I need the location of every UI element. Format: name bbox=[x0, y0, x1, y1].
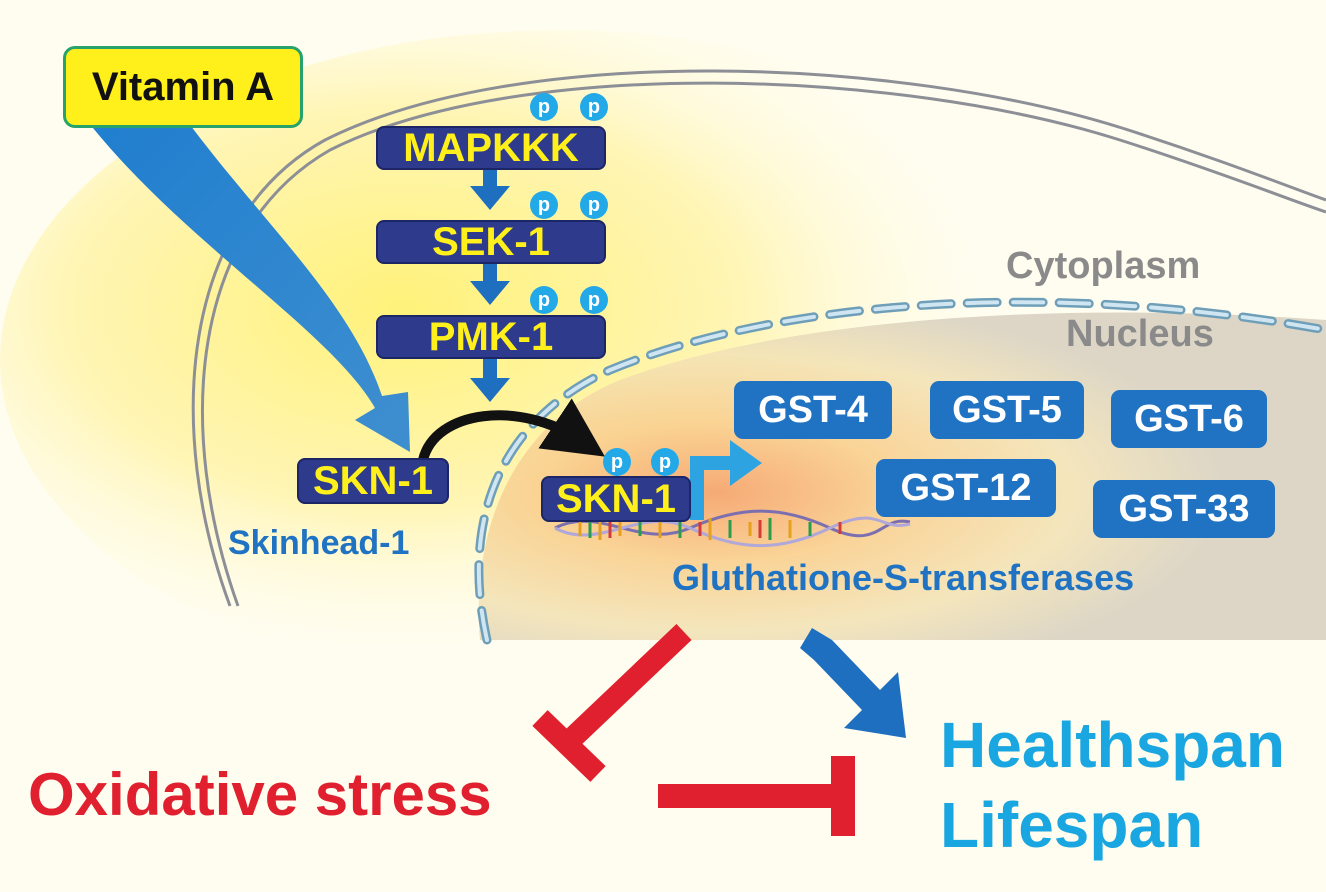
stress-inhibits-lifespan bbox=[658, 756, 855, 836]
cascade-arrow-3 bbox=[470, 358, 510, 402]
gst-inhibits-stress bbox=[532, 624, 692, 782]
phosphate-marker: p bbox=[530, 93, 558, 121]
phosphate-marker: p bbox=[603, 448, 631, 476]
gst-4-box: GST-4 bbox=[734, 381, 892, 439]
nucleus-label: Nucleus bbox=[1066, 313, 1214, 355]
cytoplasm-label: Cytoplasm bbox=[1006, 245, 1201, 287]
skinhead-label: Skinhead-1 bbox=[228, 524, 410, 562]
phosphate-marker: p bbox=[651, 448, 679, 476]
oxidative-stress-label: Oxidative stress bbox=[28, 761, 492, 828]
gst-6-box: GST-6 bbox=[1111, 390, 1267, 448]
phosphate-marker: p bbox=[580, 93, 608, 121]
nuclear-envelope bbox=[474, 297, 1326, 645]
vitamin-a-arrow bbox=[85, 118, 410, 452]
lifespan-label: Lifespan bbox=[940, 789, 1204, 861]
gst-family-label: Gluthatione-S-transferases bbox=[672, 557, 1135, 598]
gst-promotes-healthspan bbox=[800, 628, 906, 738]
cascade-arrow-1 bbox=[470, 168, 510, 210]
skn1-cytoplasm-box: SKN-1 bbox=[297, 458, 449, 504]
cascade-arrow-2 bbox=[470, 263, 510, 305]
vitamin-a-box: Vitamin A bbox=[63, 46, 303, 128]
skn1-nucleus-box: SKN-1 bbox=[541, 476, 691, 522]
phosphate-marker: p bbox=[530, 191, 558, 219]
transcription-arrow bbox=[690, 440, 762, 520]
cell-membrane bbox=[191, 69, 1326, 607]
sek1-box: SEK-1 bbox=[376, 220, 606, 264]
translocation-arrow bbox=[418, 398, 605, 462]
phosphate-marker: p bbox=[530, 286, 558, 314]
gst-5-box: GST-5 bbox=[930, 381, 1084, 439]
pmk1-box: PMK-1 bbox=[376, 315, 606, 359]
dna-helix bbox=[554, 509, 911, 548]
gst-12-box: GST-12 bbox=[876, 459, 1056, 517]
phosphate-marker: p bbox=[580, 286, 608, 314]
phosphate-marker: p bbox=[580, 191, 608, 219]
mapkkk-box: MAPKKK bbox=[376, 126, 606, 170]
healthspan-label: Healthspan bbox=[940, 709, 1285, 781]
gst-33-box: GST-33 bbox=[1093, 480, 1275, 538]
